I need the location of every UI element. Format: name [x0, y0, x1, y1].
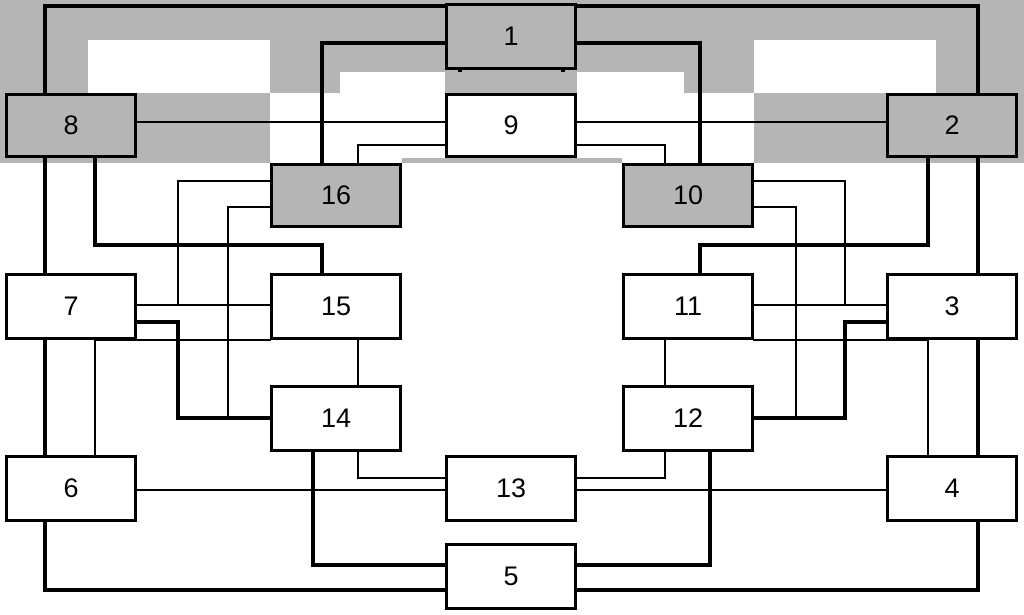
- edge-11-4: [753, 339, 929, 456]
- node-9[interactable]: 9: [445, 93, 577, 158]
- node-label-11: 11: [673, 291, 703, 321]
- node-6[interactable]: 6: [5, 455, 137, 522]
- node-label-14: 14: [320, 403, 352, 433]
- node-label-5: 5: [503, 561, 519, 591]
- region-notch-inner-left: [340, 72, 445, 158]
- node-14[interactable]: 14: [270, 385, 402, 452]
- node-13[interactable]: 13: [445, 455, 577, 522]
- node-label-2: 2: [944, 110, 960, 140]
- node-16[interactable]: 16: [270, 163, 402, 228]
- node-8[interactable]: 8: [5, 93, 137, 158]
- edge-9-16: [357, 144, 446, 164]
- node-label-12: 12: [672, 403, 704, 433]
- edge-2-11: [698, 156, 930, 275]
- region-notch-inner-right: [577, 72, 684, 158]
- edge-4-5: [575, 520, 980, 592]
- edge-6-5: [43, 520, 447, 592]
- edge-10-3: [753, 180, 846, 306]
- edge-11-12: [752, 320, 888, 420]
- edge-7-14: [135, 320, 272, 420]
- node-label-13: 13: [495, 473, 527, 503]
- node-3[interactable]: 3: [886, 273, 1018, 340]
- edge-16-7: [177, 180, 271, 306]
- node-15[interactable]: 15: [270, 273, 402, 340]
- node-4[interactable]: 4: [886, 455, 1018, 522]
- node-label-15: 15: [320, 291, 352, 321]
- node-label-8: 8: [63, 110, 79, 140]
- edge-16-14: [227, 206, 271, 419]
- edge-9-10: [576, 144, 666, 164]
- node-label-1: 1: [503, 21, 519, 51]
- node-10[interactable]: 10: [622, 163, 754, 228]
- edge-10-12: [753, 206, 797, 419]
- node-5[interactable]: 5: [445, 543, 577, 610]
- node-label-3: 3: [944, 291, 960, 321]
- edge-12-13: [576, 451, 666, 479]
- node-label-10: 10: [672, 180, 704, 210]
- node-label-4: 4: [944, 473, 960, 503]
- edge-12-5: [575, 450, 712, 567]
- node-label-16: 16: [320, 180, 352, 210]
- node-12[interactable]: 12: [622, 385, 754, 452]
- edge-14-5: [311, 450, 447, 567]
- edge-8-15: [93, 156, 324, 275]
- node-label-7: 7: [63, 291, 79, 321]
- edge-14-13: [357, 451, 446, 479]
- edge-15-6: [94, 339, 271, 456]
- node-11[interactable]: 11: [622, 273, 754, 340]
- node-2[interactable]: 2: [886, 93, 1018, 158]
- node-1[interactable]: 1: [445, 3, 577, 70]
- node-label-6: 6: [63, 473, 79, 503]
- node-7[interactable]: 7: [5, 273, 137, 340]
- node-label-9: 9: [503, 110, 519, 140]
